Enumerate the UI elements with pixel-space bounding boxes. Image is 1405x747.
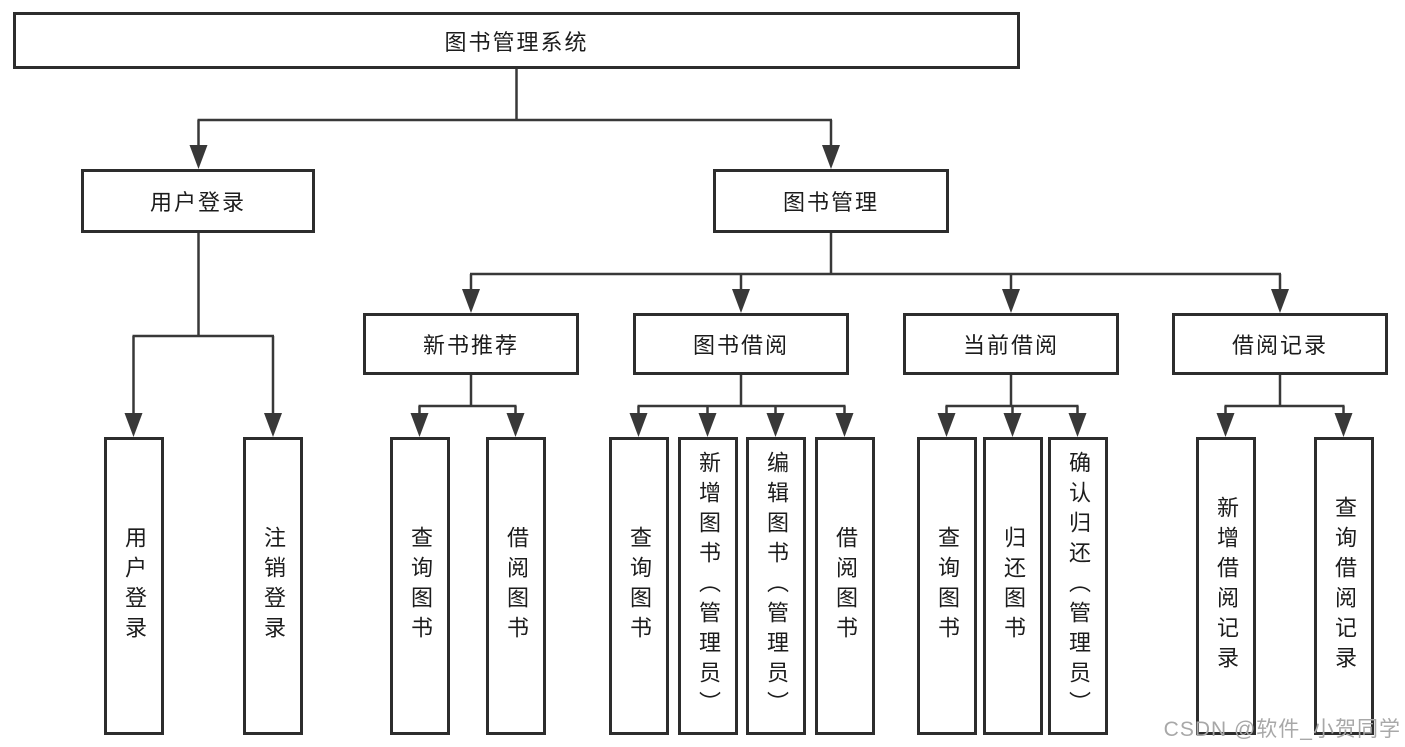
node-label: 归还图书: [1001, 526, 1026, 646]
node-book-management-system: 图书管理系统: [13, 12, 1020, 69]
leaf-borrow-books-borrowing: 借阅图书: [815, 437, 875, 735]
node-label: 用户登录: [122, 526, 147, 646]
node-label: 图书管理: [782, 190, 879, 215]
csdn-watermark: CSDN @软件_小贺同学: [1163, 718, 1401, 741]
node-user-login: 用户登录: [81, 169, 315, 233]
leaf-query-books-current: 查询图书: [917, 437, 977, 735]
node-label: 查询图书: [935, 526, 960, 646]
node-label: 当前借阅: [962, 333, 1059, 358]
node-new-book-recommend: 新书推荐: [363, 313, 579, 375]
leaf-query-books-recommend: 查询图书: [390, 437, 450, 735]
node-borrowing-records: 借阅记录: [1172, 313, 1388, 375]
node-label: 查询借阅记录: [1332, 496, 1357, 676]
node-label: 图书借阅: [692, 333, 789, 358]
leaf-return-books: 归还图书: [983, 437, 1043, 735]
node-book-borrowing: 图书借阅: [633, 313, 849, 375]
node-label: 新增借阅记录: [1214, 496, 1239, 676]
node-label: 借阅记录: [1231, 333, 1328, 358]
node-label: 用户登录: [149, 190, 246, 215]
node-label: 确认归还（管理员）: [1066, 451, 1091, 721]
leaf-user-login: 用户登录: [104, 437, 164, 735]
node-label: 编辑图书（管理员）: [764, 451, 789, 721]
node-book-management: 图书管理: [713, 169, 949, 233]
node-label: 借阅图书: [833, 526, 858, 646]
leaf-edit-books-admin: 编辑图书（管理员）: [746, 437, 806, 735]
node-label: 查询图书: [627, 526, 652, 646]
leaf-confirm-return-admin: 确认归还（管理员）: [1048, 437, 1108, 735]
node-label: 图书管理系统: [444, 29, 589, 55]
node-label: 注销登录: [261, 526, 286, 646]
leaf-borrow-books-recommend: 借阅图书: [486, 437, 546, 735]
leaf-query-books-borrowing: 查询图书: [609, 437, 669, 735]
node-current-borrowing: 当前借阅: [903, 313, 1119, 375]
node-label: 借阅图书: [504, 526, 529, 646]
leaf-logout: 注销登录: [243, 437, 303, 735]
node-label: 新增图书（管理员）: [696, 451, 721, 721]
node-label: 新书推荐: [422, 333, 519, 358]
leaf-query-borrow-record: 查询借阅记录: [1314, 437, 1374, 735]
node-label: 查询图书: [408, 526, 433, 646]
leaf-add-books-admin: 新增图书（管理员）: [678, 437, 738, 735]
leaf-add-borrow-record: 新增借阅记录: [1196, 437, 1256, 735]
